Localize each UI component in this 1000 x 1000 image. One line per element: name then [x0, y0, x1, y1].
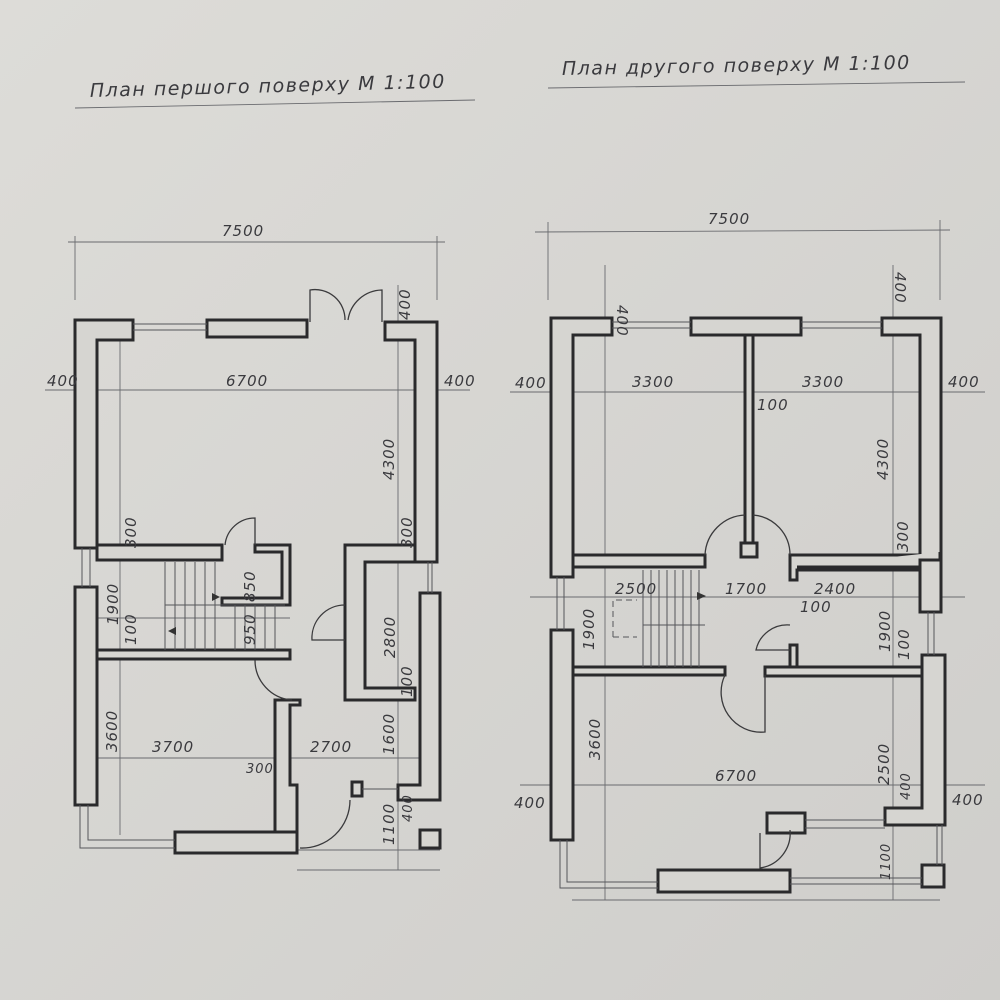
- dim-label: 2700: [310, 738, 352, 756]
- first-floor-plan: План першого поверху М 1:100: [45, 71, 476, 871]
- dim-label: 100: [757, 396, 789, 414]
- dim-label: 400: [948, 373, 980, 391]
- doors: [224, 288, 383, 849]
- dimension-lines: [45, 236, 470, 871]
- dim-label: 7500: [708, 210, 750, 228]
- dim-label: 1100: [879, 843, 894, 880]
- dim-label: 400: [514, 794, 546, 812]
- dim-label: 400: [891, 272, 909, 304]
- dim-label: 400: [899, 772, 914, 800]
- walls: [73, 318, 442, 855]
- dim-label: 1700: [725, 580, 767, 598]
- dim-label: 400: [401, 794, 416, 822]
- dim-label: 6700: [715, 767, 757, 785]
- dim-label: 1900: [876, 610, 894, 652]
- dim-label: 3300: [802, 373, 844, 391]
- windows: [556, 321, 943, 889]
- dim-label: 850: [241, 570, 259, 602]
- windows: [79, 323, 433, 849]
- dim-label: 1600: [380, 713, 398, 755]
- dim-label: 3300: [632, 373, 674, 391]
- dim-label: 2500: [875, 743, 893, 785]
- dim-label: 100: [398, 665, 416, 697]
- dim-label: 400: [444, 372, 476, 390]
- dim-label: 400: [47, 372, 79, 390]
- dim-label: 1900: [580, 608, 598, 650]
- dim-label: 400: [613, 305, 631, 337]
- dim-label: 2800: [381, 616, 399, 658]
- dim-label: 100: [122, 613, 140, 645]
- dimension-labels: 7500 400 400 400 3300 3300 400 100 4300 …: [514, 210, 984, 880]
- dim-label: 400: [396, 288, 414, 320]
- dim-label: 100: [800, 598, 832, 616]
- dim-label: 300: [398, 516, 416, 548]
- dim-label: 300: [894, 520, 912, 552]
- dim-label: 2500: [615, 580, 657, 598]
- dim-label: 7500: [222, 222, 264, 240]
- dim-label: 100: [895, 628, 913, 660]
- dim-label: 300: [122, 516, 140, 548]
- dimension-labels: 7500 400 6700 400 400 4300 300 300 850 1…: [47, 222, 476, 845]
- dim-label: 1100: [380, 803, 398, 845]
- second-floor-plan: План другого поверху М 1:100: [510, 52, 985, 901]
- staircase: [164, 562, 285, 650]
- dim-label: 3600: [103, 710, 121, 752]
- staircase: [612, 570, 706, 667]
- dim-label: 2400: [814, 580, 856, 598]
- dim-label: 1900: [104, 583, 122, 625]
- dim-label: 950: [241, 613, 259, 645]
- dim-label: 4300: [874, 438, 892, 480]
- dim-label: 400: [515, 374, 547, 392]
- dim-label: 300: [246, 762, 274, 777]
- dim-label: 4300: [380, 438, 398, 480]
- title-underline: [547, 81, 966, 89]
- dim-label: 6700: [226, 372, 268, 390]
- doors: [704, 514, 791, 869]
- walls: [549, 316, 947, 894]
- dim-label: 400: [952, 791, 984, 809]
- dim-label: 3700: [152, 738, 194, 756]
- title-underline: [74, 99, 476, 109]
- dim-label: 3600: [586, 718, 604, 760]
